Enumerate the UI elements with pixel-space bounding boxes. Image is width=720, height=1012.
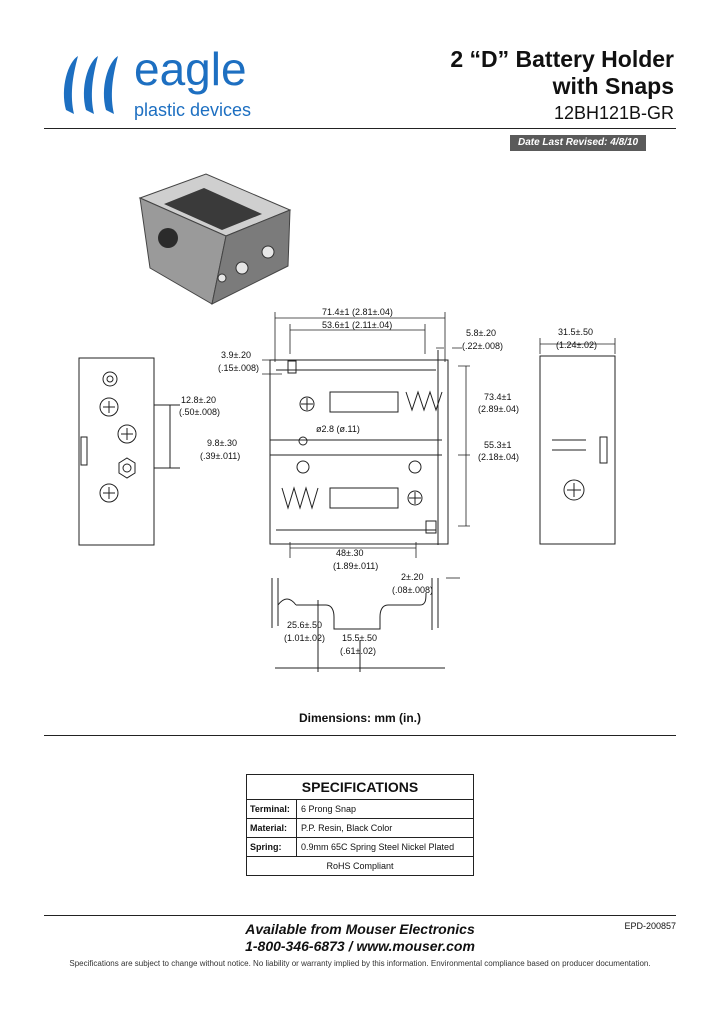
dim-overall-width-in: (2.89±.04) bbox=[478, 404, 519, 414]
dim-wall-in: (.08±.008) bbox=[392, 585, 433, 595]
specifications-heading: SPECIFICATIONS bbox=[247, 775, 473, 800]
logo-subtitle: plastic devices bbox=[134, 100, 252, 120]
spec-label: Spring: bbox=[247, 838, 297, 856]
dim-overall-length: 71.4±1 (2.81±.04) bbox=[322, 307, 393, 317]
contact-line[interactable]: 1-800-346-6873 / www.mouser.com bbox=[245, 938, 475, 954]
spec-value: 6 Prong Snap bbox=[301, 804, 357, 814]
date-revised-badge: Date Last Revised: 4/8/10 bbox=[510, 135, 646, 151]
dim-hole-offset-in: (.39±.011) bbox=[200, 451, 240, 461]
page-title-line1: 2 “D” Battery Holder bbox=[450, 46, 674, 72]
dim-tab-offset: 3.9±.20 bbox=[221, 350, 251, 360]
spec-label: Terminal: bbox=[247, 800, 297, 818]
page-title-line2: with Snaps bbox=[552, 73, 674, 99]
dim-hole-pitch: 48±.30 bbox=[336, 548, 363, 558]
spec-row-spring: Spring: 0.9mm 65C Spring Steel Nickel Pl… bbox=[247, 838, 473, 857]
dim-snap-gap: 15.5±.50 bbox=[342, 633, 377, 643]
dim-tab-offset-in: (.15±.008) bbox=[218, 363, 259, 373]
left-end-view bbox=[78, 357, 180, 546]
spec-row-rohs: RoHS Compliant bbox=[247, 857, 473, 875]
dim-hole-offset: 9.8±.30 bbox=[207, 438, 237, 448]
availability-note: Available from Mouser Electronics 1-800-… bbox=[0, 921, 720, 955]
dim-snap-offset-in: (1.01±.02) bbox=[284, 633, 325, 643]
spec-value: P.P. Resin, Black Color bbox=[301, 823, 393, 833]
dim-inner-width-in: (2.18±.04) bbox=[478, 452, 519, 462]
rohs-note: RoHS Compliant bbox=[326, 861, 394, 871]
document-number: EPD-200857 bbox=[624, 921, 676, 931]
dim-inner-width: 55.3±1 bbox=[484, 440, 511, 450]
dim-wall: 2±.20 bbox=[401, 572, 423, 582]
footer-divider bbox=[44, 915, 676, 916]
dimensions-caption: Dimensions: mm (in.) bbox=[298, 711, 421, 725]
dimension-lines bbox=[262, 312, 616, 579]
dim-snap-offset: 25.6±.50 bbox=[287, 620, 322, 630]
technical-drawing: 71.4±1 (2.81±.04) 53.6±1 (2.11±.04) 5.8±… bbox=[78, 173, 616, 672]
dim-overall-width: 73.4±1 bbox=[484, 392, 511, 402]
part-number: 12BH121B-GR bbox=[553, 103, 674, 123]
top-view bbox=[269, 350, 449, 545]
eagle-logo: eagle plastic devices bbox=[52, 43, 282, 128]
disclaimer: Specifications are subject to change wit… bbox=[69, 959, 651, 968]
dim-terminal-spacing-in: (.50±.008) bbox=[179, 407, 220, 417]
dim-terminal-spacing: 12.8±.20 bbox=[181, 395, 216, 405]
spec-row-material: Material: P.P. Resin, Black Color bbox=[247, 819, 473, 838]
availability-line: Available from Mouser Electronics bbox=[245, 921, 475, 937]
dim-edge-offset-in: (.22±.008) bbox=[462, 341, 503, 351]
logo-stripes-icon bbox=[63, 56, 118, 114]
spec-row-terminal: Terminal: 6 Prong Snap bbox=[247, 800, 473, 819]
dim-height-in: (1.24±.02) bbox=[556, 340, 597, 350]
dim-hole-pitch-in: (1.89±.011) bbox=[333, 561, 378, 571]
profile-view bbox=[271, 578, 445, 672]
caption-divider bbox=[44, 735, 676, 736]
logo-word: eagle bbox=[134, 43, 247, 95]
dim-snap-gap-in: (.61±.02) bbox=[340, 646, 376, 656]
dim-height: 31.5±.50 bbox=[558, 327, 593, 337]
dim-edge-offset: 5.8±.20 bbox=[466, 328, 496, 338]
specifications-table: SPECIFICATIONS Terminal: 6 Prong Snap Ma… bbox=[246, 774, 474, 876]
dim-hole-diameter: ø2.8 (ø.11) bbox=[316, 424, 360, 434]
spec-label: Material: bbox=[247, 819, 297, 837]
product-photo bbox=[138, 173, 292, 305]
header-divider bbox=[44, 128, 676, 129]
side-view bbox=[539, 355, 616, 545]
spec-value: 0.9mm 65C Spring Steel Nickel Plated bbox=[301, 842, 455, 852]
dim-inner-length: 53.6±1 (2.11±.04) bbox=[322, 320, 392, 330]
